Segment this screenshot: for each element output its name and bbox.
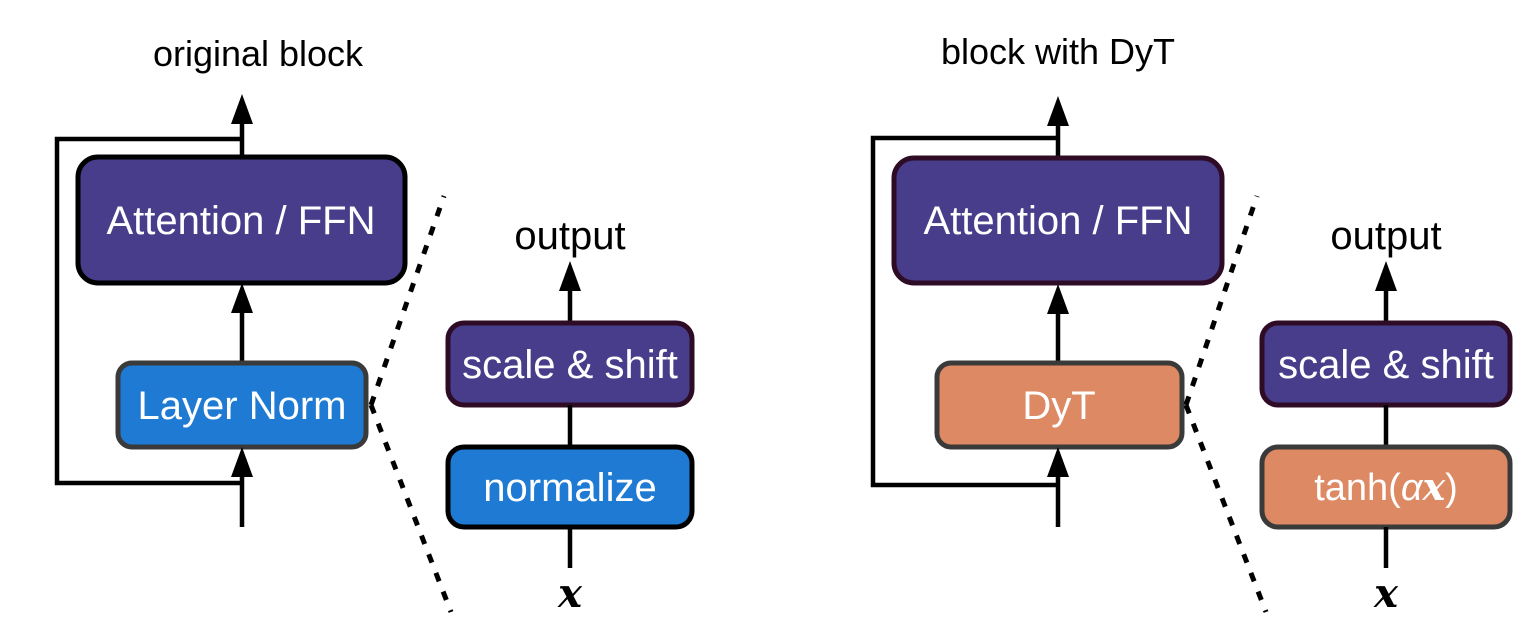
right-residual-connection-line (870, 135, 1058, 488)
left-residual-connection-line (54, 136, 242, 486)
left-zoom-callout (368, 195, 454, 613)
left-output-arrowhead-icon (231, 94, 253, 124)
right-attention-ffn-label: Attention / FFN (924, 199, 1193, 243)
right-input-arrowhead-icon (1047, 447, 1069, 477)
right-callout-lower-dashed-line (1183, 404, 1269, 613)
dyt-box (934, 360, 1185, 450)
tanh-label-suffix: ) (1445, 467, 1458, 509)
right-detail-output-label: output (1330, 214, 1441, 258)
right-detail-input-symbol: x (1373, 570, 1399, 617)
layer-norm-label: Layer Norm (138, 384, 347, 428)
right-callout-upper-dashed-line (1183, 195, 1260, 406)
tanh-label-var: x (1421, 464, 1446, 509)
left-attention-ffn-box (75, 154, 408, 286)
left-diagram-title: original block (153, 33, 364, 74)
right-detail-stack: output scale & shift tanh(αx) x (1259, 214, 1513, 617)
left-input-arrowhead-icon (231, 447, 253, 477)
right-output-arrowhead-icon (1047, 96, 1069, 126)
dyt-label: DyT (1022, 384, 1095, 428)
left-detail-output-arrowhead-icon (559, 261, 581, 291)
right-diagram-title: block with DyT (941, 31, 1175, 72)
right-detail-output-arrowhead-icon (1375, 261, 1397, 291)
tanh-label-alpha: α (1401, 467, 1424, 509)
left-detail-output-label: output (514, 214, 625, 258)
left-callout-upper-dashed-line (368, 195, 447, 406)
right-scale-shift-label: scale & shift (1278, 343, 1494, 387)
left-mid-arrowhead-icon (231, 283, 253, 313)
right-mid-arrowhead-icon (1047, 284, 1069, 314)
right-block-diagram: block with DyT Attention / FFN DyT (870, 31, 1225, 527)
left-callout-lower-dashed-line (368, 404, 454, 613)
normalize-label: normalize (483, 466, 656, 510)
left-detail-input-symbol: x (557, 570, 583, 617)
left-scale-shift-label: scale & shift (462, 343, 678, 387)
left-detail-stack: output scale & shift normalize x (445, 214, 695, 617)
tanh-label-prefix: tanh( (1314, 467, 1401, 509)
right-zoom-callout (1183, 195, 1269, 613)
left-attention-ffn-label: Attention / FFN (107, 199, 376, 243)
right-attention-ffn-box (891, 155, 1225, 286)
tanh-label: tanh(αx) (1314, 464, 1458, 509)
left-block-diagram: original block Attention / FFN Layer Nor… (54, 33, 408, 527)
